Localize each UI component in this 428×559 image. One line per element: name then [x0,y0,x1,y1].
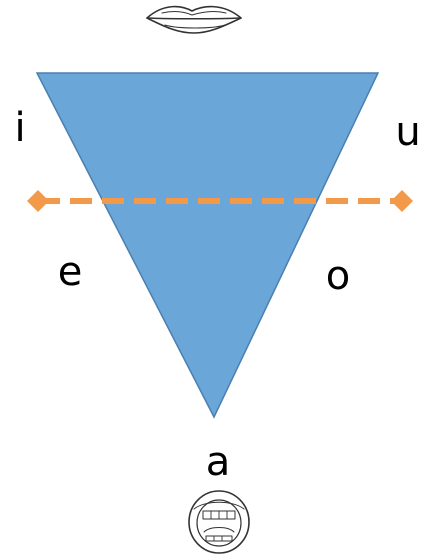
vowel-label-u: u [395,109,421,155]
vowel-label-e: e [57,249,83,295]
vowel-label-i: i [14,105,26,151]
vowel-triangle [35,72,380,419]
vowel-label-a: a [205,439,231,485]
open-mouth-icon [188,490,250,554]
dashed-line [27,190,413,212]
closed-mouth-icon [146,5,242,34]
left-diamond-marker [27,190,49,212]
right-diamond-marker [391,190,413,212]
vowel-label-o: o [325,253,351,299]
